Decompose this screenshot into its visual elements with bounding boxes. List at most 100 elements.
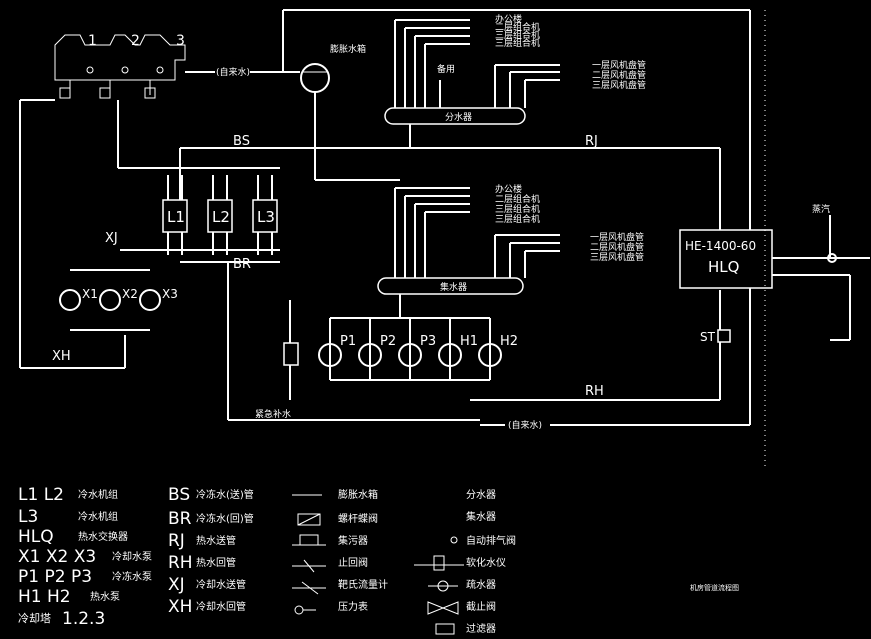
collector-label: 集水器 xyxy=(440,281,467,293)
coll-fcu-1: 一层风机盘管 xyxy=(590,231,644,243)
distributor-icon xyxy=(384,107,526,125)
coll-fcu-3: 三层风机盘管 xyxy=(590,251,644,263)
legend1-code-0: L1 L2 xyxy=(18,485,64,505)
pipe-label-xj: XJ xyxy=(105,231,118,246)
pump-x1-icon xyxy=(59,289,81,311)
filter-icon xyxy=(283,342,299,366)
coll-branch-1: 办公楼 xyxy=(495,183,522,195)
dist-branch-3: 三层组合机 xyxy=(495,29,540,41)
legend4-0: 分水器 xyxy=(466,489,496,501)
legend2-code-1: BR xyxy=(168,509,192,529)
legend4-5: 截止阀 xyxy=(466,600,496,613)
pump-label-h2: H2 xyxy=(500,334,518,349)
legend1-code-6: 冷却塔 xyxy=(18,612,51,625)
chillers xyxy=(162,175,278,255)
legend-col4: 分水器 集水器 自动排气阀 软化水仪 疏水器 截止阀 过滤器 xyxy=(414,489,516,635)
air-vent-icon xyxy=(450,536,458,544)
strainer-icon xyxy=(717,329,731,343)
dist-fcu-1: 一层风机盘管 xyxy=(592,59,646,71)
legend1-text-3: 冷却水泵 xyxy=(112,550,152,563)
legend4-6: 过滤器 xyxy=(466,622,496,635)
pump-h2-icon xyxy=(478,343,502,367)
legend2-text-0: 冷冻水(送)管 xyxy=(196,488,254,501)
globe-valve-icon xyxy=(427,601,459,615)
city-water-label: (自来水) xyxy=(216,66,250,78)
pipe-label-st: ST xyxy=(700,330,716,344)
pipe-label-bs: BS xyxy=(233,134,250,149)
pump-p1-icon xyxy=(318,343,342,367)
legend-col1: L1 L2 冷水机组 L3 冷水机组 HLQ 热水交换器 X1 X2 X3 冷却… xyxy=(18,485,152,629)
pipe-label-rj: RJ xyxy=(585,134,598,149)
legend4-1: 集水器 xyxy=(466,510,496,523)
coll-branch-4: 三层组合机 xyxy=(495,213,540,225)
legend3-1: 螺杆蝶阀 xyxy=(338,512,378,525)
dist-fcu-3: 三层风机盘管 xyxy=(592,79,646,91)
pump-label-h1: H1 xyxy=(460,334,478,349)
dist-fcu-2: 二层风机盘管 xyxy=(592,69,646,81)
hlq-model: HE-1400-60 xyxy=(685,239,756,253)
coll-branch-3: 三层组合机 xyxy=(495,203,540,215)
dist-spare: 备用 xyxy=(437,63,455,75)
legend2-code-3: RH xyxy=(168,553,193,573)
legend4-4: 疏水器 xyxy=(466,578,496,591)
butterfly-valve-icon xyxy=(297,513,321,526)
legend-col3: 膨胀水箱 螺杆蝶阀 集污器 止回阀 靶氏流量计 压力表 xyxy=(292,488,388,615)
legend2-code-5: XH xyxy=(168,597,192,617)
pump-label-x3: X3 xyxy=(162,287,178,301)
legend1-text-0: 冷水机组 xyxy=(78,488,118,501)
legend1-text-6: 1.2.3 xyxy=(62,609,105,629)
legend3-3: 止回阀 xyxy=(338,556,368,569)
legend1-code-4: P1 P2 P3 xyxy=(18,567,92,587)
legend1-text-2: 热水交换器 xyxy=(78,530,128,543)
pump-label-x2: X2 xyxy=(122,287,138,301)
steam-label: 蒸汽 xyxy=(812,203,830,215)
legend1-text-1: 冷水机组 xyxy=(78,510,118,523)
pump-p2-icon xyxy=(358,343,382,367)
drawing-title: 机房管道流程图 xyxy=(690,583,739,592)
distributor-label: 分水器 xyxy=(445,111,472,123)
chiller-label-l3: L3 xyxy=(257,208,275,226)
pump-x3-icon xyxy=(139,289,161,311)
legend2-code-0: BS xyxy=(168,485,190,505)
dist-branch-4: 三层组合机 xyxy=(495,37,540,49)
expansion-tank-icon xyxy=(300,63,330,93)
legend2-text-1: 冷冻水(回)管 xyxy=(196,512,254,525)
cooling-towers xyxy=(54,34,186,99)
softener-icon xyxy=(433,555,445,571)
chiller-label-l1: L1 xyxy=(167,208,185,226)
legend1-code-3: X1 X2 X3 xyxy=(18,547,96,567)
pressure-gauge-legend-icon xyxy=(294,605,304,615)
pump-label-x1: X1 xyxy=(82,287,98,301)
strainer-legend-icon xyxy=(435,623,455,635)
makeup-city-water-label: (自来水) xyxy=(508,419,542,431)
dist-branch-1: 办公楼 xyxy=(495,13,522,25)
legend-col2: BS 冷冻水(送)管 BR 冷冻水(回)管 RJ 热水送管 RH 热水回管 XJ… xyxy=(168,485,254,617)
pipe-label-xh: XH xyxy=(52,349,71,364)
dist-branch-2: 二层组合机 xyxy=(495,21,540,33)
makeup-label: 紧急补水 xyxy=(255,408,291,420)
legend4-3: 软化水仪 xyxy=(466,556,506,569)
legend1-text-4: 冷冻水泵 xyxy=(112,570,152,583)
tower-label-2: 2 xyxy=(131,33,140,49)
legend2-code-4: XJ xyxy=(168,575,185,595)
pipe-label-br: BR xyxy=(233,257,251,272)
legend2-code-2: RJ xyxy=(168,531,185,551)
expansion-tank-label: 膨胀水箱 xyxy=(330,43,366,55)
legend3-2: 集污器 xyxy=(338,534,368,547)
legend1-code-2: HLQ xyxy=(18,527,54,547)
legend4-2: 自动排气阀 xyxy=(466,534,516,547)
hlq-name: HLQ xyxy=(708,258,739,276)
legend2-text-3: 热水回管 xyxy=(196,556,236,569)
pump-label-p1: P1 xyxy=(340,334,356,349)
coll-branch-2: 二层组合机 xyxy=(495,193,540,205)
pump-label-p2: P2 xyxy=(380,334,396,349)
pressure-gauge-icon xyxy=(827,253,837,263)
legend1-code-1: L3 xyxy=(18,507,38,527)
pump-label-p3: P3 xyxy=(420,334,436,349)
legend3-5: 压力表 xyxy=(338,600,368,613)
legend2-text-2: 热水送管 xyxy=(196,534,236,547)
legend2-text-5: 冷却水回管 xyxy=(196,600,246,613)
tower-label-3: 3 xyxy=(176,33,185,49)
pipe-label-rh: RH xyxy=(585,384,604,399)
pump-p3-icon xyxy=(398,343,422,367)
